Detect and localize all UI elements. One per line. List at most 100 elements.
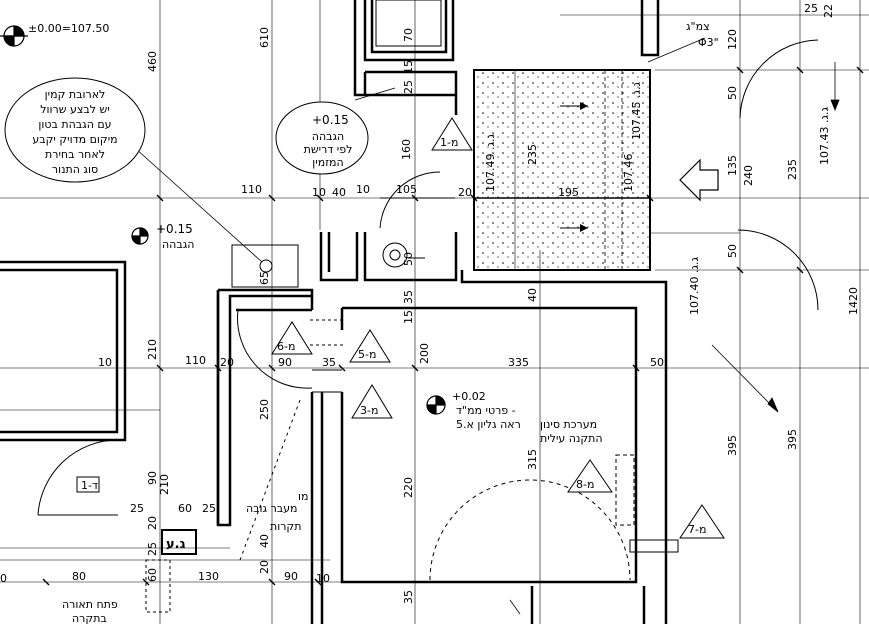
tag-m1: מ-1 (440, 136, 458, 149)
dim-20d: 20 (258, 560, 271, 574)
dim-235b: 235 (786, 159, 799, 180)
dim-50c: 50 (726, 86, 739, 100)
bubble-left-line-5: לאחר בחירת (45, 148, 105, 161)
bubble-mid-line-2: לפי דרישת (304, 143, 353, 156)
dim-70: 70 (402, 28, 415, 42)
tag-m8: מ-8 (576, 478, 594, 491)
dim-35b: 35 (322, 356, 336, 369)
dim-110b: 110 (185, 354, 206, 367)
bubble-left-text: לארובת קמין יש לבצע שרוול עם הגבהת בטון … (32, 88, 117, 176)
dim-250: 250 (258, 399, 271, 420)
level-g3: 107.46 (622, 154, 635, 193)
level-g5: 107.43 .ג.ג (818, 106, 831, 165)
dim-315: 315 (526, 449, 539, 470)
bubble-mid-level: +0.15 (312, 113, 349, 127)
dim-90a: 90 (278, 356, 292, 369)
dim-ticks (42, 66, 864, 586)
tag-m3: מ-3 (360, 404, 378, 417)
filter-line-1: מערכת סינון (540, 418, 597, 431)
leaders (134, 37, 840, 615)
level-ref-text: ±0.00=107.50 (28, 22, 109, 35)
dim-395b: 395 (786, 429, 799, 450)
dim-240: 240 (742, 165, 755, 186)
dim-0: 0 (0, 572, 7, 585)
tag-door: ד-1 (81, 479, 98, 492)
dim-90c: 90 (284, 570, 298, 583)
dim-235a: 235 (526, 144, 539, 165)
dim-35a: 35 (402, 290, 415, 304)
dim-20b: 20 (220, 356, 234, 369)
note-bubbles (4, 77, 369, 183)
level-g2: 107.45 .ג.ג (630, 81, 643, 140)
dim-10c: 10 (98, 356, 112, 369)
dim-50b: 50 (650, 356, 664, 369)
shelter-line-2: ראה גליון א.5 (456, 418, 521, 431)
dim-1420: 1420 (847, 287, 860, 315)
shelter-line-1: פרטי ממ"ד - (456, 404, 516, 417)
bubble-mid (275, 101, 369, 175)
level-symbol-shelter (426, 395, 446, 415)
level-g1: 107.49 .ג.ג (484, 133, 497, 192)
tag-m6: מ-6 (277, 340, 295, 353)
walls (0, 0, 668, 624)
dim-10a: 10 (312, 186, 326, 199)
dim-15b: 15 (402, 310, 415, 324)
door-tag-box (76, 476, 100, 493)
dim-40c: 40 (258, 534, 271, 548)
dim-220: 220 (402, 477, 415, 498)
dim-25d: 25 (146, 542, 159, 556)
dim-195: 195 (558, 186, 579, 199)
raise-label: הגבהה (162, 238, 194, 251)
dim-210b: 210 (158, 474, 171, 495)
wall-note-3: תקרות (270, 520, 301, 533)
door-swings (37, 39, 819, 581)
shelter-level: +0.02 (452, 390, 486, 403)
dim-395a: 395 (726, 435, 739, 456)
level-symbol-ref (0, 25, 28, 47)
dim-105: 105 (396, 183, 417, 196)
dim-200: 200 (418, 343, 431, 364)
dim-25c: 25 (202, 502, 216, 515)
dim-160: 160 (400, 139, 413, 160)
bubble-left-line-3: עם הגבהת בטון (38, 118, 111, 131)
light-note-1: פתח תאורה (62, 598, 118, 611)
dim-80: 80 (72, 570, 86, 583)
dim-50a: 50 (402, 252, 415, 266)
bubble-left-line-6: סוג התנור (52, 163, 98, 176)
dim-210a: 210 (146, 339, 159, 360)
filter-line-2: התקנה עילית (540, 432, 603, 445)
dim-60b: 60 (146, 568, 159, 582)
bubble-left (4, 77, 146, 183)
dim-10b: 10 (356, 183, 370, 196)
tag-triangles (271, 117, 725, 539)
dim-335: 335 (508, 356, 529, 369)
dim-90b: 90 (146, 471, 159, 485)
raise-level: +0.15 (156, 222, 193, 236)
level-g4: 107.40 .ג.ג (688, 256, 701, 315)
dim-65: 65 (258, 271, 271, 285)
dim-10d: 10 (316, 572, 330, 585)
dim-25b: 25 (130, 502, 144, 515)
dim-460: 460 (146, 51, 159, 72)
dim-25e: 25 (804, 2, 818, 15)
dim-40b: 40 (526, 288, 539, 302)
wall-note-2: מעבר גובה (246, 502, 298, 515)
level-symbol-raise (131, 227, 149, 245)
dim-50d: 50 (726, 244, 739, 258)
dim-35c: 35 (402, 590, 415, 604)
dim-20a: 20 (458, 186, 472, 199)
wall-note-1: מו (298, 490, 308, 503)
dim-120: 120 (726, 29, 739, 50)
bubble-mid-line-1: הגבהה (312, 130, 344, 143)
dim-610: 610 (258, 27, 271, 48)
dim-60a: 60 (178, 502, 192, 515)
dim-22: 22 (822, 4, 835, 18)
dim-130: 130 (198, 570, 219, 583)
gas-dim: Φ3" (698, 36, 719, 49)
bubble-left-line-2: יש לבצע שרוול (40, 103, 110, 116)
bubble-left-line-4: מיקום מדויק יקבע (32, 133, 117, 146)
dim-135: 135 (726, 155, 739, 176)
